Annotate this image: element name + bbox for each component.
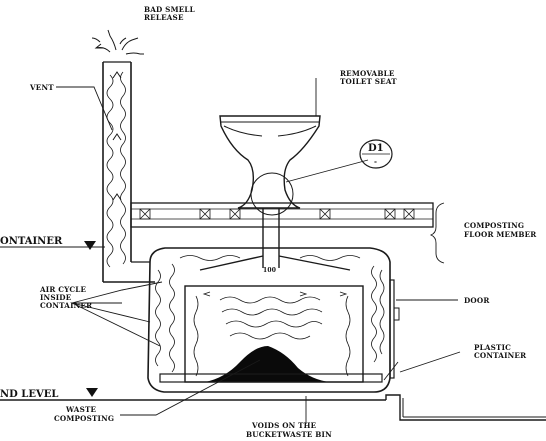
bad-smell-label: BAD SMELL (144, 5, 195, 14)
voids-label-2: BUCKETWASTE BIN (246, 430, 332, 439)
waste-compost-mound (205, 346, 330, 382)
toilet-seat (219, 115, 321, 209)
drop-pipe: 100 (262, 208, 280, 274)
container-door (389, 279, 395, 379)
composting-floor-member (130, 202, 434, 228)
leader-lines (56, 78, 461, 424)
vent-label: VENT (29, 83, 54, 92)
air-cycle-label-1: AIR CYCLE (39, 285, 87, 294)
pipe-dimension: 100 (263, 267, 276, 274)
toilet-seat-label: TOILET SEAT (340, 77, 397, 86)
detail-id-label: D1 (368, 143, 384, 154)
removable-label: REMOVABLE (340, 69, 395, 78)
plastic-label-2: CONTAINER (474, 351, 527, 360)
vent-pipe (102, 61, 155, 283)
air-cycle-label-2: INSIDE (40, 293, 72, 302)
container-level-label: ONTAINER (0, 236, 63, 247)
air-cycle-label-3: CONTAINER (40, 301, 93, 310)
detail-callout-d1: D1 - (359, 139, 393, 169)
voids-label-1: VOIDS ON THE (251, 421, 317, 430)
detail-sub-label: - (374, 157, 377, 166)
composting-floor-label-1: COMPOSTING (464, 221, 524, 230)
release-label: RELEASE (144, 13, 184, 22)
door-label: DOOR (464, 296, 490, 305)
plastic-label-1: PLASTIC (474, 343, 511, 352)
smell-release-arrows (91, 29, 144, 55)
ground-level-label: ND LEVEL (0, 389, 58, 400)
waste-composting-label: COMPOSTING (54, 414, 114, 423)
detail-circle (250, 172, 294, 216)
air-circulation-arrows (155, 255, 385, 377)
waste-label: WASTE (65, 405, 97, 414)
composting-floor-label-2: FLOOR MEMBER (464, 230, 537, 239)
container-level-marker (0, 241, 105, 250)
labels: BAD SMELL RELEASE VENT REMOVABLE TOILET … (0, 5, 537, 439)
ground-level-marker (0, 388, 546, 421)
